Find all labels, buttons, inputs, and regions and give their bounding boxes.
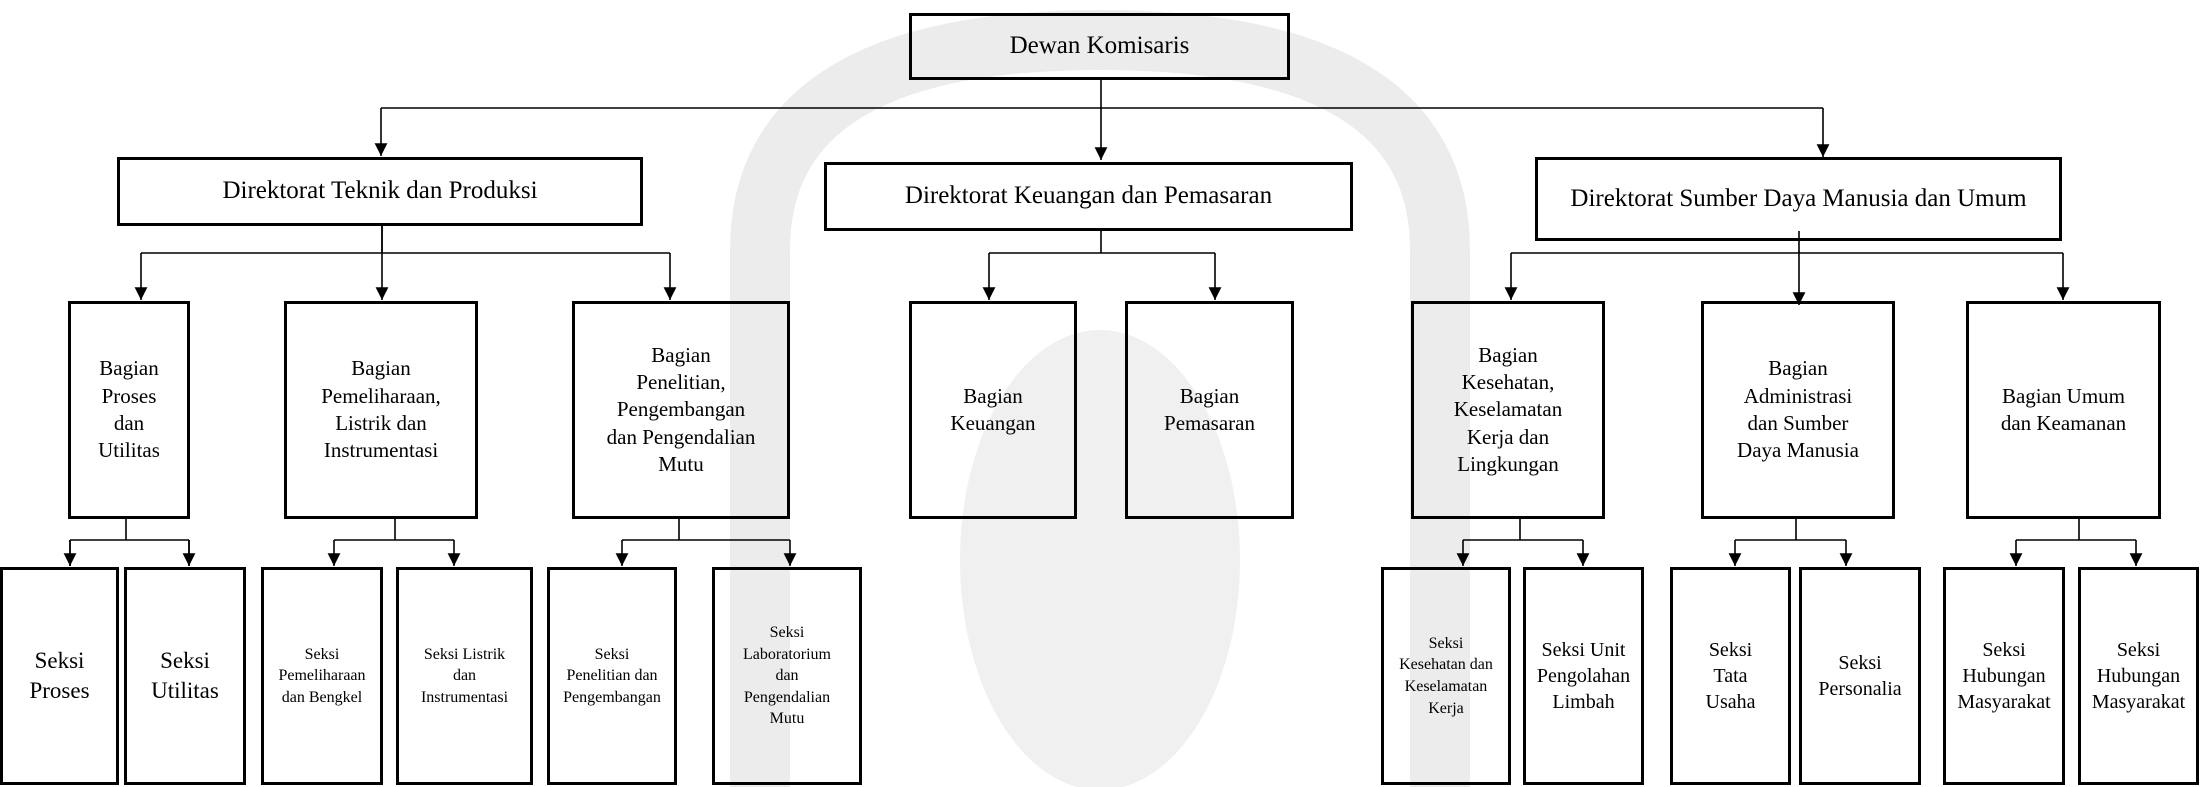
node-label: Seksi Listrik dan Instrumentasi	[420, 645, 509, 706]
node-label: Seksi Pemeliharaan dan Bengkel	[278, 645, 366, 706]
node-label: Seksi Hubungan Masyarakat	[1957, 639, 2051, 713]
node-label: Bagian Penelitian, Pengembangan dan Peng…	[606, 342, 756, 476]
node-label: Bagian Pemeliharaan, Listrik dan Instrum…	[321, 356, 441, 463]
node-bagian-pemasaran: Bagian Pemasaran	[1125, 301, 1294, 519]
node-seksi-pengolahan-limbah: Seksi Unit Pengolahan Limbah	[1523, 567, 1644, 785]
node-label: Seksi Personalia	[1818, 652, 1902, 700]
node-bagian-proses-utilitas: Bagian Proses dan Utilitas	[68, 301, 190, 519]
node-label: Seksi Utilitas	[151, 648, 219, 703]
node-seksi-personalia: Seksi Personalia	[1799, 567, 1921, 785]
node-bagian-umum-keamanan: Bagian Umum dan Keamanan	[1966, 301, 2161, 519]
node-label: Seksi Unit Pengolahan Limbah	[1536, 639, 1631, 713]
node-label: Seksi Proses	[29, 648, 90, 703]
node-label: Seksi Tata Usaha	[1705, 639, 1756, 713]
node-bagian-keuangan: Bagian Keuangan	[909, 301, 1077, 519]
node-label: Direktorat Teknik dan Produksi	[222, 177, 538, 205]
node-label: Direktorat Keuangan dan Pemasaran	[904, 182, 1273, 210]
node-label: Bagian Umum dan Keamanan	[2000, 383, 2127, 435]
node-label: Bagian Proses dan Utilitas	[98, 356, 160, 463]
node-bagian-administrasi-sdm: Bagian Administrasi dan Sumber Daya Manu…	[1701, 301, 1895, 519]
node-seksi-laboratorium: Seksi Laboratorium dan Pengendalian Mutu	[712, 567, 862, 785]
node-seksi-kesehatan-keselamatan: Seksi Kesehatan dan Keselamatan Kerja	[1381, 567, 1511, 785]
node-label: Bagian Pemasaran	[1164, 383, 1255, 435]
node-seksi-penelitian-pengembangan: Seksi Penelitian dan Pengembangan	[547, 567, 677, 785]
node-direktorat-keuangan-pemasaran: Direktorat Keuangan dan Pemasaran	[824, 162, 1353, 231]
node-label: Bagian Kesehatan, Keselamatan Kerja dan …	[1453, 342, 1563, 476]
node-seksi-utilitas: Seksi Utilitas	[124, 567, 246, 785]
node-bagian-penelitian: Bagian Penelitian, Pengembangan dan Peng…	[572, 301, 790, 519]
node-label: Direktorat Sumber Daya Manusia dan Umum	[1570, 184, 2027, 212]
node-direktorat-teknik-produksi: Direktorat Teknik dan Produksi	[117, 157, 643, 226]
node-label: Dewan Komisaris	[1009, 32, 1190, 60]
node-seksi-listrik-instrumentasi: Seksi Listrik dan Instrumentasi	[396, 567, 533, 785]
node-bagian-pemeliharaan: Bagian Pemeliharaan, Listrik dan Instrum…	[284, 301, 478, 519]
node-direktorat-sdm-umum: Direktorat Sumber Daya Manusia dan Umum	[1535, 157, 2062, 241]
node-seksi-tata-usaha: Seksi Tata Usaha	[1670, 567, 1791, 785]
node-label: Seksi Laboratorium dan Pengendalian Mutu	[743, 624, 831, 728]
node-label: Bagian Keuangan	[950, 383, 1036, 435]
node-seksi-humas-2: Seksi Hubungan Masyarakat	[2078, 567, 2199, 785]
node-seksi-humas-1: Seksi Hubungan Masyarakat	[1943, 567, 2065, 785]
node-seksi-pemeliharaan-bengkel: Seksi Pemeliharaan dan Bengkel	[261, 567, 383, 785]
node-label: Seksi Penelitian dan Pengembangan	[563, 645, 661, 706]
node-dewan-komisaris: Dewan Komisaris	[909, 13, 1290, 80]
node-bagian-k3l: Bagian Kesehatan, Keselamatan Kerja dan …	[1411, 301, 1605, 519]
node-label: Seksi Hubungan Masyarakat	[2091, 639, 2186, 713]
node-seksi-proses: Seksi Proses	[0, 567, 119, 785]
node-label: Bagian Administrasi dan Sumber Daya Manu…	[1737, 356, 1859, 463]
node-label: Seksi Kesehatan dan Keselamatan Kerja	[1399, 634, 1493, 717]
